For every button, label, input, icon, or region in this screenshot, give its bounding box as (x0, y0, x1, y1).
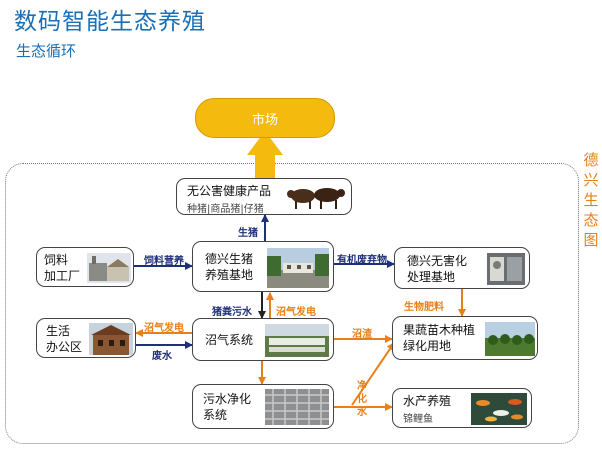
biogas-photo (265, 324, 329, 357)
aquaculture-label-2: 锦鲤鱼 (403, 414, 433, 425)
treatment-label-2: 处理基地 (407, 270, 456, 284)
feed-factory-photo (87, 253, 131, 283)
market-node: 市场 (195, 98, 335, 138)
page-title: 数码智能生态养殖 (14, 9, 206, 35)
label-live-pigs: 生猪 (238, 228, 258, 239)
treatment-photo (487, 253, 525, 285)
aquaculture-label-1: 水产养殖 (403, 394, 452, 408)
living-office-label-2: 办公区 (46, 340, 83, 354)
feed-factory-label-1: 饲料 (44, 253, 69, 267)
side-label: 德兴生态图 (583, 151, 599, 249)
orchard-label-2: 绿化用地 (403, 339, 452, 353)
node-healthy-products: 无公害健康产品 种猪|商品猪|仔猪 (176, 178, 352, 215)
pig-farm-label-1: 德兴生猪 (205, 252, 254, 266)
orchard-label-1: 果蔬苗木种植 (403, 323, 476, 337)
node-biogas: 沼气系统 (192, 318, 334, 361)
living-office-label-1: 生活 (46, 324, 71, 338)
node-living-office: 生活 办公区 (36, 318, 136, 358)
healthy-products-title: 无公害健康产品 (187, 184, 272, 198)
eco-cycle-frame (5, 163, 579, 444)
node-orchard: 果蔬苗木种植 绿化用地 (392, 316, 538, 360)
pig-products-photo (287, 188, 345, 209)
label-biogas-residue: 沼渣 (352, 329, 372, 340)
feed-factory-label-2: 加工厂 (44, 269, 81, 283)
label-manure-sewage: 猪粪污水 (212, 307, 252, 318)
koi-photo (471, 393, 527, 425)
pig-farm-photo (267, 248, 329, 288)
pig-farm-label-2: 养殖基地 (205, 268, 254, 282)
office-photo (89, 323, 133, 355)
node-feed-factory: 饲料 加工厂 (36, 247, 134, 287)
label-biogas-power-up: 沼气发电 (276, 307, 316, 318)
orchard-photo (485, 322, 535, 356)
arrow-water-orchard (351, 342, 395, 406)
sewage-label-2: 系统 (203, 408, 228, 422)
page-subtitle: 生态循环 (16, 42, 77, 60)
market-arrow (247, 131, 283, 178)
label-feed-nutrition: 饲料营养 (144, 256, 184, 267)
label-purified-water: 净化水 (357, 381, 367, 418)
healthy-products-types: 种猪|商品猪|仔猪 (187, 204, 264, 215)
node-sewage: 污水净化 系统 (192, 384, 334, 429)
label-organic-waste: 有机废弃物 (337, 255, 387, 266)
node-pig-farm: 德兴生猪 养殖基地 (192, 241, 334, 292)
biogas-label: 沼气系统 (205, 333, 254, 347)
label-bio-fertilizer: 生物肥料 (404, 302, 444, 313)
sewage-label-1: 污水净化 (203, 392, 252, 406)
label-biogas-power-left: 沼气发电 (144, 323, 184, 334)
market-label: 市场 (251, 112, 278, 128)
sewage-photo (265, 389, 329, 425)
treatment-label-1: 德兴无害化 (407, 254, 468, 268)
label-waste-water: 废水 (152, 351, 172, 362)
node-treatment: 德兴无害化 处理基地 (394, 247, 530, 289)
node-aquaculture: 水产养殖 锦鲤鱼 (392, 388, 532, 428)
